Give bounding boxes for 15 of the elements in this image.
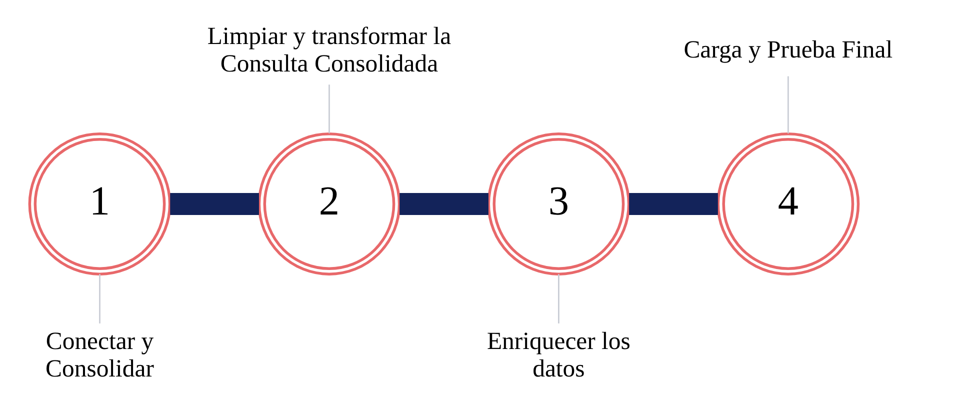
connector xyxy=(787,76,789,134)
connector xyxy=(400,193,488,215)
node-circle: 1 xyxy=(28,132,172,276)
node-text: Limpiar y transformar la Consulta Consolidada xyxy=(207,22,452,78)
node-circle: 3 xyxy=(487,132,630,276)
connector xyxy=(629,193,718,215)
node-circle: 4 xyxy=(716,132,860,276)
connector xyxy=(170,193,259,215)
connector xyxy=(558,274,560,324)
node-circle: 2 xyxy=(258,132,401,276)
connector xyxy=(99,274,100,324)
node-text: Conectar y Consolidar xyxy=(46,328,154,382)
node-text: Enriquecer los datos xyxy=(486,328,630,382)
connector xyxy=(328,84,330,134)
node-text: Carga y Prueba Final xyxy=(684,36,893,64)
